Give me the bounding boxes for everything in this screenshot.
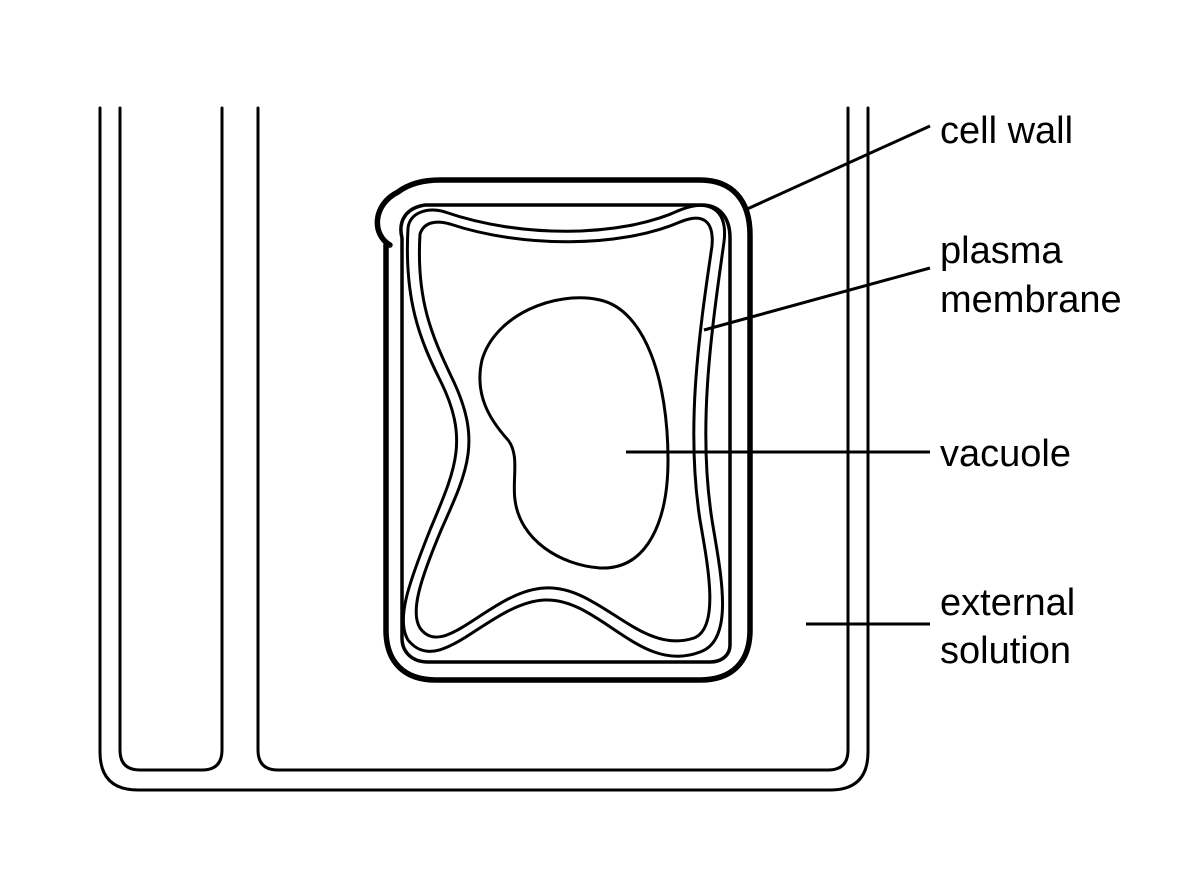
labels: cell wall plasma membrane vacuole extern… bbox=[940, 110, 1122, 672]
leader-plasma-membrane bbox=[703, 266, 931, 332]
label-external-solution-line1: external bbox=[940, 582, 1075, 624]
vacuole bbox=[478, 296, 670, 570]
label-plasma-membrane-line2: membrane bbox=[940, 279, 1122, 321]
label-external-solution-line2: solution bbox=[940, 630, 1071, 672]
container-inner-wall bbox=[256, 106, 850, 772]
plasma-membrane-inner bbox=[414, 216, 714, 643]
label-plasma-membrane-line1: plasma bbox=[940, 230, 1063, 272]
leader-lines bbox=[626, 124, 931, 626]
container-outline bbox=[98, 106, 870, 792]
plasma-membrane-outer bbox=[401, 204, 727, 658]
plant-cell bbox=[374, 177, 753, 683]
container-outer-wall bbox=[98, 106, 870, 792]
label-vacuole: vacuole bbox=[940, 433, 1071, 475]
leader-cell-wall bbox=[744, 124, 931, 212]
cell-wall-inner bbox=[399, 203, 732, 664]
container-left-channel bbox=[118, 106, 224, 772]
label-cell-wall: cell wall bbox=[940, 110, 1073, 152]
cell-wall-outer bbox=[374, 177, 753, 683]
